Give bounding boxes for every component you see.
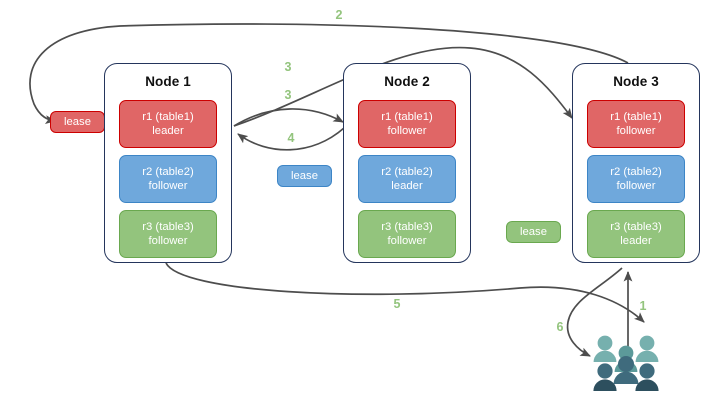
replica-node3-r3[interactable]: r3 (table3) leader xyxy=(587,210,685,258)
node-container-node2[interactable]: Node 2 r1 (table1) follower r2 (table2) … xyxy=(343,63,471,263)
lease-label: lease xyxy=(290,170,318,182)
replica-node1-r3[interactable]: r3 (table3) follower xyxy=(119,210,217,258)
node-title: Node 1 xyxy=(145,74,191,89)
replica-role: follower xyxy=(616,180,656,192)
step-label-3b: 3 xyxy=(284,88,292,102)
replica-role: follower xyxy=(616,125,656,137)
replica-name: r3 (table3) xyxy=(381,221,433,233)
replica-node3-r2[interactable]: r2 (table2) follower xyxy=(587,155,685,203)
replica-name: r2 (table2) xyxy=(142,166,194,178)
lease-box-red[interactable]: lease xyxy=(50,111,105,133)
replica-name: r2 (table2) xyxy=(610,166,662,178)
replica-role: follower xyxy=(387,125,427,137)
users-icon xyxy=(593,335,659,391)
replica-name: r1 (table1) xyxy=(142,111,194,123)
replica-name: r1 (table1) xyxy=(381,111,433,123)
replica-node2-r1[interactable]: r1 (table1) follower xyxy=(358,100,456,148)
replica-role: follower xyxy=(148,235,188,247)
step-label-2: 2 xyxy=(335,8,343,22)
node-title: Node 3 xyxy=(613,74,659,89)
replica-node1-r2[interactable]: r2 (table2) follower xyxy=(119,155,217,203)
lease-box-blue[interactable]: lease xyxy=(277,165,332,187)
replica-name: r2 (table2) xyxy=(381,166,433,178)
lease-label: lease xyxy=(63,116,91,128)
replica-node2-r2[interactable]: r2 (table2) leader xyxy=(358,155,456,203)
step-label-3a: 3 xyxy=(284,60,292,74)
replica-role: leader xyxy=(620,235,652,247)
replica-name: r3 (table3) xyxy=(142,221,194,233)
step-label-4: 4 xyxy=(287,131,295,145)
replica-node1-r1[interactable]: r1 (table1) leader xyxy=(119,100,217,148)
replica-role: leader xyxy=(152,125,184,137)
edge-3-node1-to-node2 xyxy=(233,108,344,127)
edge-5-node1-to-node3 xyxy=(165,262,645,323)
node-title: Node 2 xyxy=(384,74,430,89)
step-label-6: 6 xyxy=(556,320,564,334)
step-label-5: 5 xyxy=(393,297,401,311)
replica-node3-r1[interactable]: r1 (table1) follower xyxy=(587,100,685,148)
lease-box-green[interactable]: lease xyxy=(506,221,561,243)
lease-label: lease xyxy=(519,226,547,238)
replica-role: follower xyxy=(387,235,427,247)
replica-name: r3 (table3) xyxy=(610,221,662,233)
replica-role: leader xyxy=(391,180,423,192)
step-label-1: 1 xyxy=(639,299,647,313)
replica-role: follower xyxy=(148,180,188,192)
replica-name: r1 (table1) xyxy=(610,111,662,123)
node-container-node1[interactable]: Node 1 r1 (table1) leader r2 (table2) fo… xyxy=(104,63,232,263)
node-container-node3[interactable]: Node 3 r1 (table1) follower r2 (table2) … xyxy=(572,63,700,263)
replica-node2-r3[interactable]: r3 (table3) follower xyxy=(358,210,456,258)
